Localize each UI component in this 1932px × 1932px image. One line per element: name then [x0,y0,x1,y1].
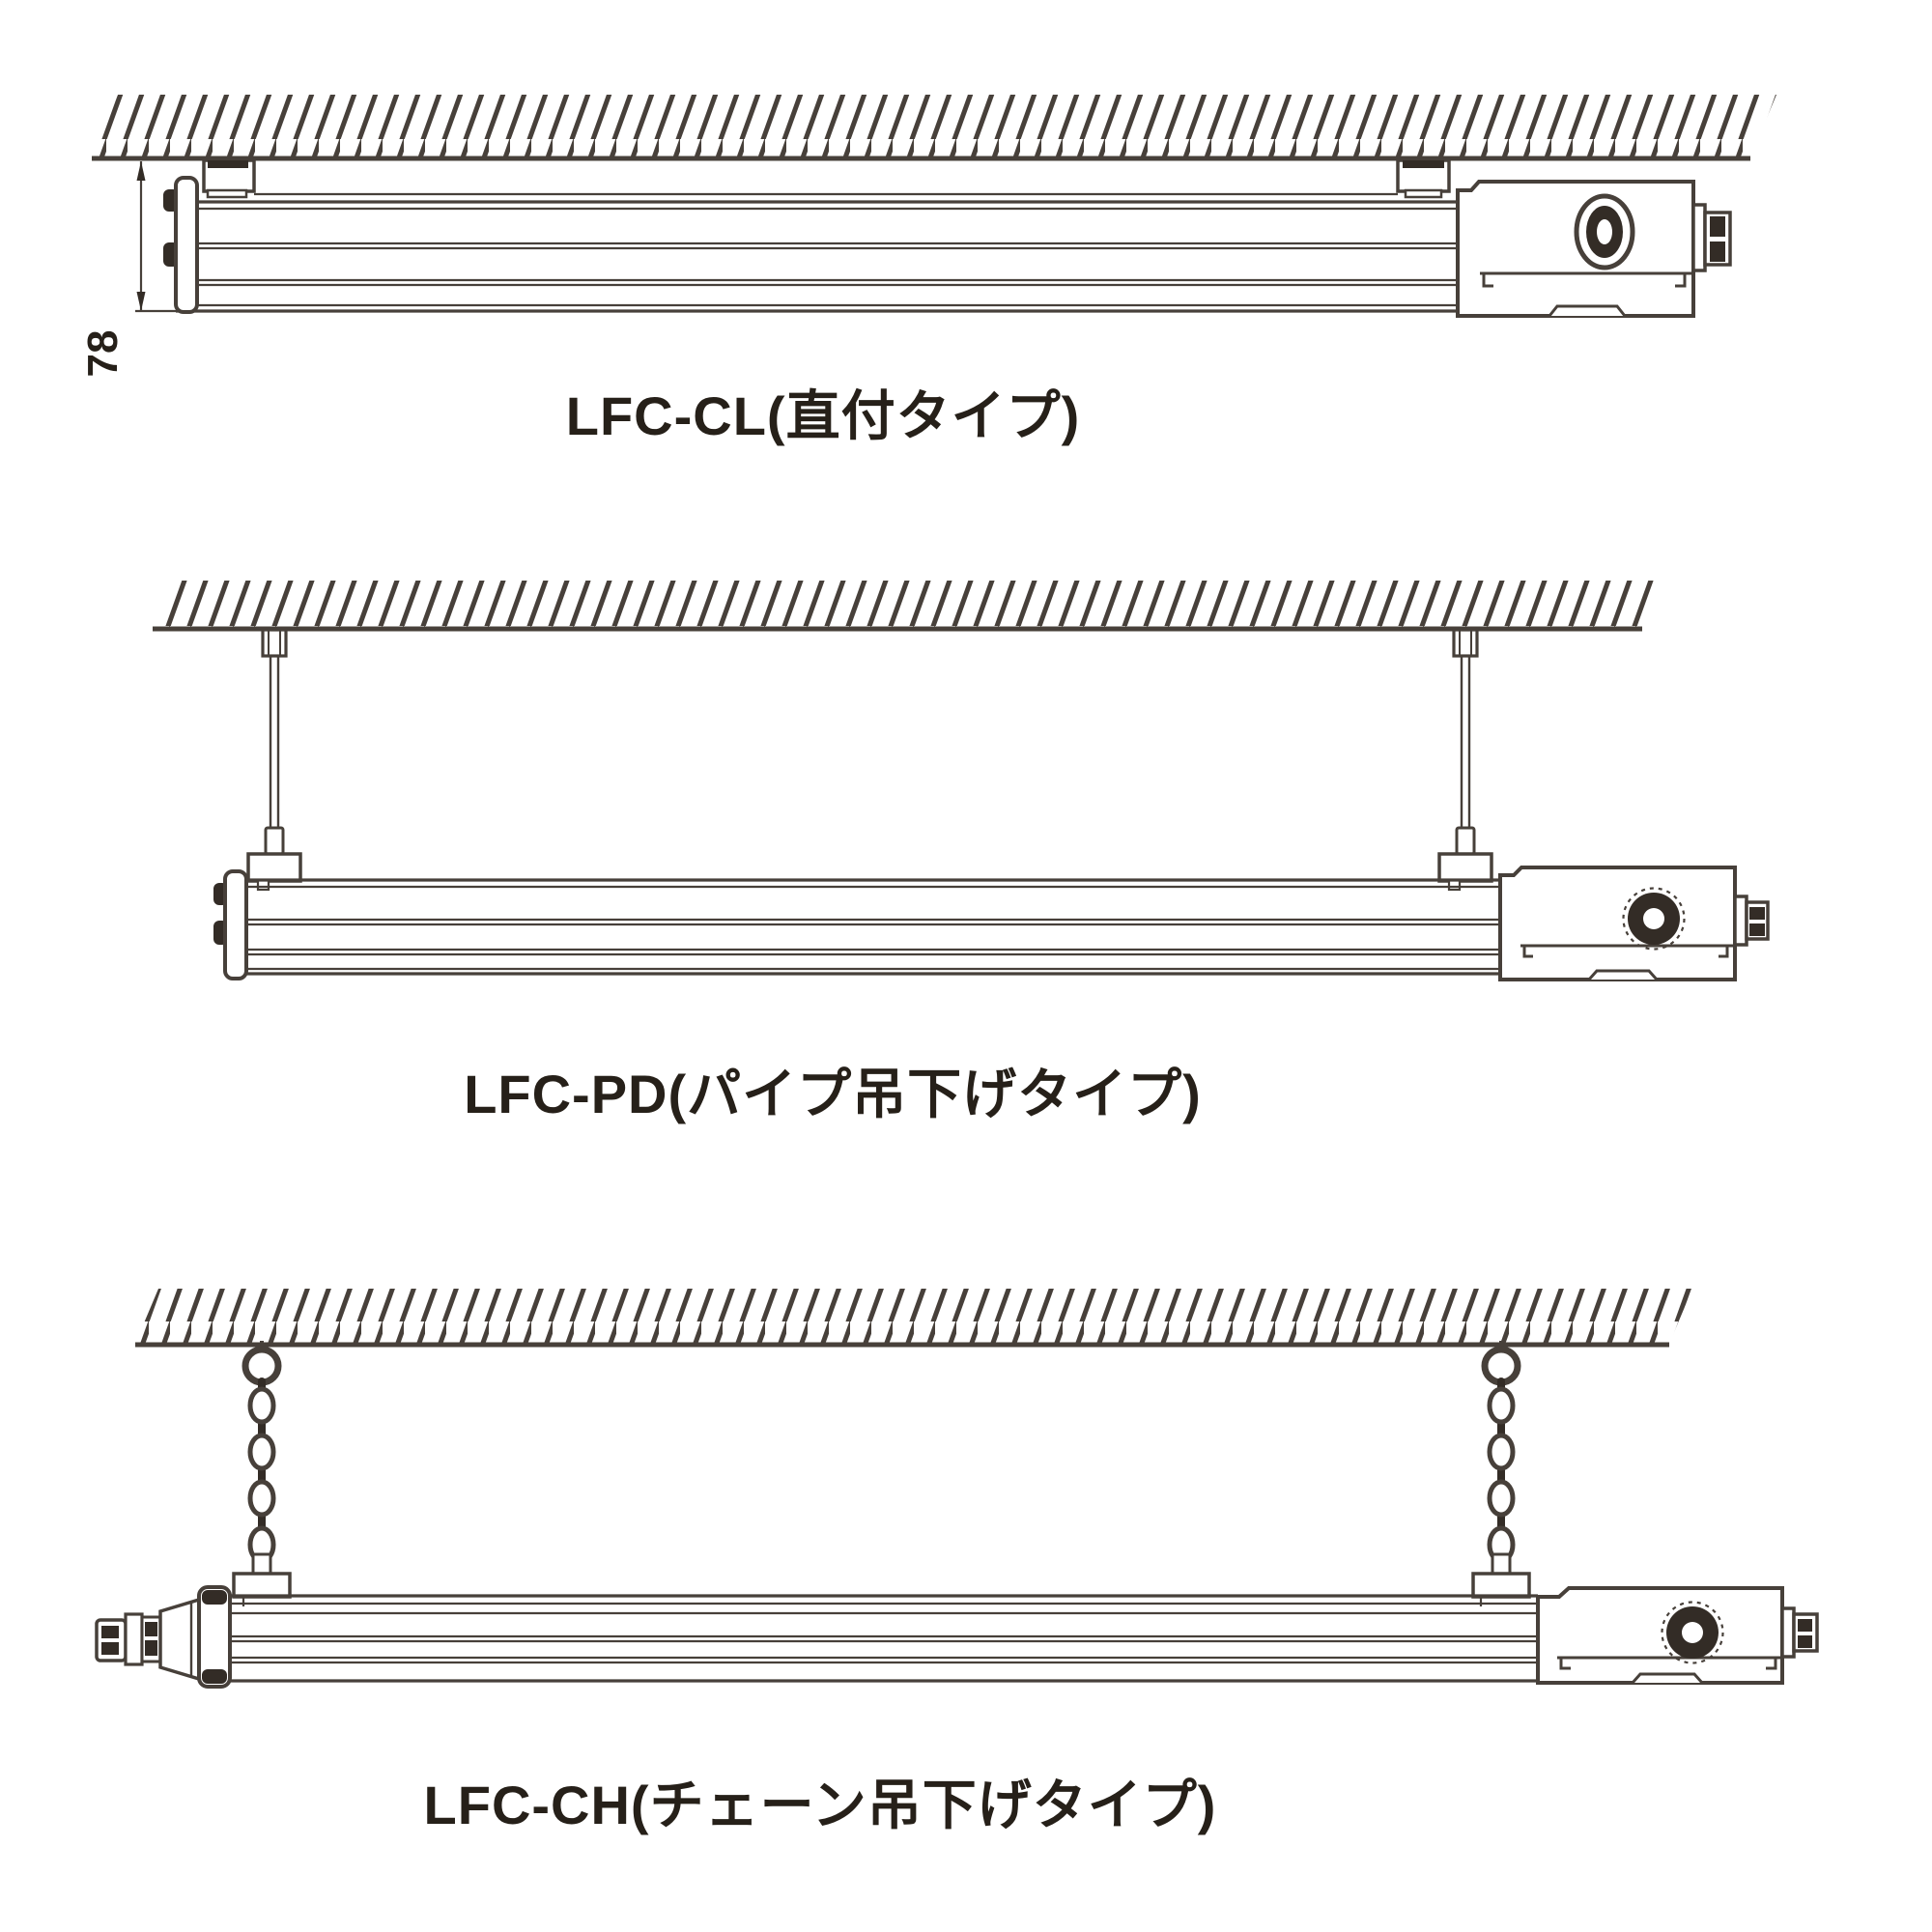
knob [1622,887,1686,951]
connector-plug [1691,203,1732,272]
diagram-lfc-pd: LFC-PD(パイプ吊下げタイプ) [153,581,1770,1124]
ceiling-hatch [135,1289,1692,1344]
driver-box [1536,1586,1784,1685]
end-cap-left [197,1585,232,1689]
suspension-chain-left [232,1341,292,1599]
knob [1661,1601,1724,1664]
end-cap-left [213,869,248,980]
connector-plug-left [95,1597,201,1682]
end-cap-left [163,176,199,314]
mounting-bracket-right [1396,158,1451,199]
dimension-arrow-up-icon [136,161,146,181]
fixture-lfc-cl [163,158,1732,318]
fixture-lfc-ch [95,1585,1819,1689]
mounting-bracket-left [202,158,256,199]
diagram-title: LFC-PD(パイプ吊下げタイプ) [464,1064,1202,1124]
fixture-body [230,1594,1538,1683]
dimension-arrow-down-icon [136,292,146,311]
fixture-body [176,192,1458,313]
knob [1574,193,1635,270]
diagram-lfc-cl: 78 [79,95,1776,446]
driver-box [1498,866,1737,981]
suspension-pipe-left [246,628,302,892]
hook-ring-icon [242,1346,282,1386]
hook-ring-icon [1481,1346,1521,1386]
dimension-label: 78 [79,330,127,378]
diagram-title: LFC-CL(直付タイプ) [566,385,1080,446]
fixture-body [225,878,1500,976]
diagram-lfc-ch: LFC-CH(チェーン吊下げタイプ) [95,1289,1819,1835]
suspension-chain-right [1471,1341,1531,1599]
connector-plug [1780,1606,1819,1659]
dimension-78: 78 [79,161,200,377]
fixture-lfc-pd [213,866,1770,981]
ceiling-hatch [92,95,1776,157]
ceiling-hatch [153,581,1664,627]
suspension-pipe-right [1437,628,1493,892]
diagram-title: LFC-CH(チェーン吊下げタイプ) [424,1775,1217,1835]
connector-plug [1733,895,1770,947]
driver-box [1456,180,1695,318]
